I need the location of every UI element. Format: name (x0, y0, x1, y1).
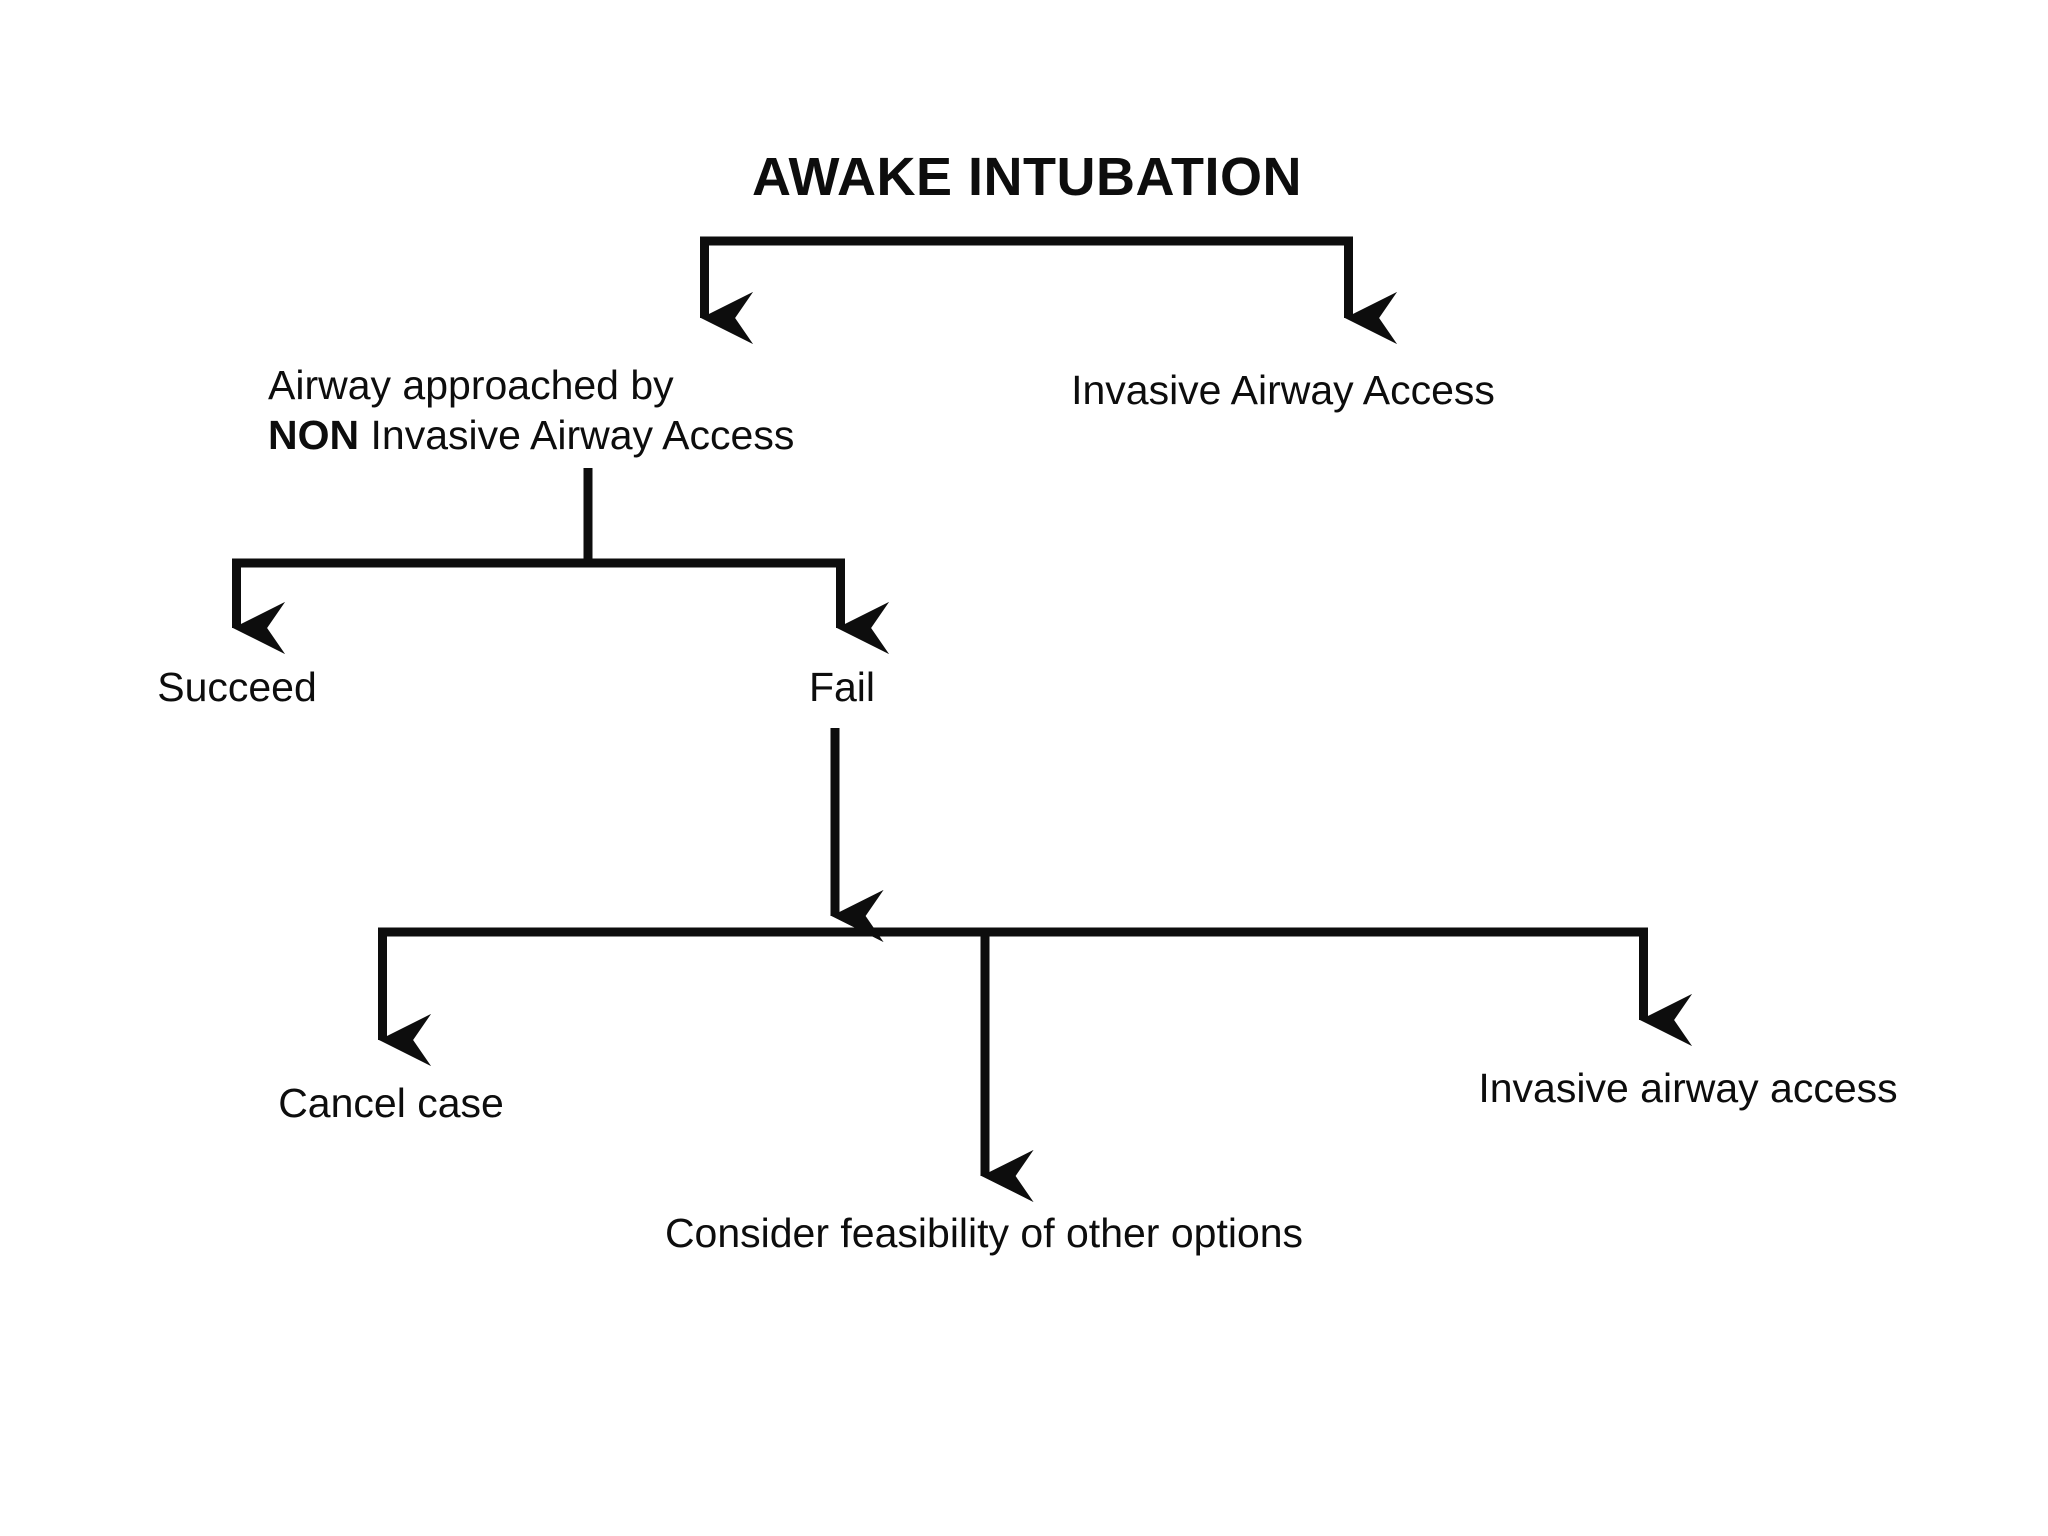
node-noninvasive-rest: Invasive Airway Access (359, 412, 795, 459)
diagram-title: AWAKE INTUBATION (752, 147, 1302, 207)
node-consider-feasibility: Consider feasibility of other options (664, 1210, 1304, 1256)
node-noninvasive-airway-access: Airway approached by NON Invasive Airway… (268, 360, 794, 460)
node-noninvasive-bold-non: NON (268, 412, 360, 459)
node-noninvasive-line1: Airway approached by (268, 362, 674, 408)
node-invasive-airway-access-bottom: Invasive airway access (1478, 1065, 1898, 1111)
node-cancel-case: Cancel case (278, 1080, 504, 1126)
node-fail: Fail (808, 664, 876, 710)
node-noninvasive-line2: NON Invasive Airway Access (268, 410, 794, 460)
node-invasive-airway-access-top: Invasive Airway Access (1071, 367, 1495, 413)
node-succeed: Succeed (157, 664, 317, 710)
